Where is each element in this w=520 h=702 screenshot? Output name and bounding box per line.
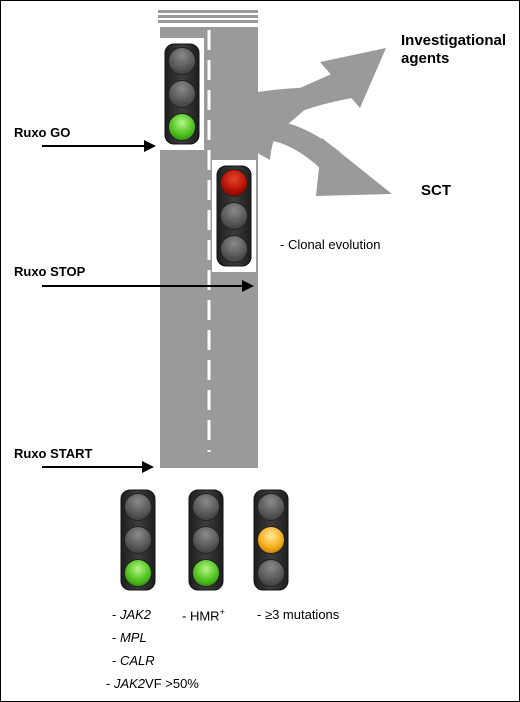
marker-jak2vf: - JAK2VF >50%	[106, 676, 199, 691]
lamp-off	[192, 526, 220, 554]
road-fork	[252, 48, 392, 196]
green-lamp-on	[192, 559, 220, 587]
lamp-off	[124, 526, 152, 554]
arrow-ruxo-go	[42, 140, 156, 152]
red-lamp-on	[220, 169, 248, 197]
arrow-ruxo-stop	[42, 280, 254, 292]
lamp-off	[124, 493, 152, 521]
investigational-agents-label: Investigational agents	[401, 32, 506, 68]
road-light-go-traffic-light	[160, 38, 204, 150]
lamp-off	[192, 493, 220, 521]
bottom-light-1-traffic-light	[120, 489, 156, 591]
green-lamp-on	[168, 113, 196, 141]
lamp-off	[257, 559, 285, 587]
ruxo-go-label: Ruxo GO	[14, 125, 71, 140]
marker-calr: - CALR	[112, 653, 155, 668]
marker-mpl: - MPL	[112, 630, 147, 645]
road-light-stop-traffic-light	[212, 160, 256, 272]
lamp-off	[257, 493, 285, 521]
green-lamp-on	[124, 559, 152, 587]
investigational-line-2: agents	[401, 50, 450, 67]
sct-label: SCT	[421, 182, 451, 199]
bottom-light-3-traffic-light	[253, 489, 289, 591]
marker-mutations: - ≥3 mutations	[257, 607, 340, 622]
investigational-line-1: Investigational	[401, 32, 507, 49]
marker-jak2: - JAK2	[112, 607, 152, 622]
lamp-off	[220, 235, 248, 263]
clonal-evolution-note: - Clonal evolution	[280, 237, 381, 252]
ruxo-start-label: Ruxo START	[14, 446, 93, 461]
lamp-off	[168, 80, 196, 108]
marker-hmr: - HMR+	[182, 607, 225, 624]
ruxo-stop-label: Ruxo STOP	[14, 264, 86, 279]
road-end-stripes	[158, 10, 258, 23]
amber-lamp-on	[257, 526, 285, 554]
lamp-off	[168, 47, 196, 75]
lamp-off	[220, 202, 248, 230]
bottom-light-2-traffic-light	[188, 489, 224, 591]
arrow-ruxo-start	[42, 461, 154, 473]
